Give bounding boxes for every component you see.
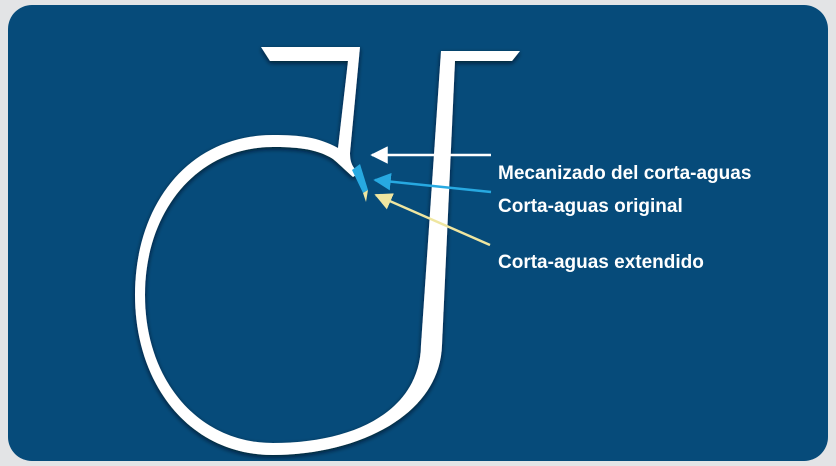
volute-diagram: [135, 47, 520, 455]
volute-casing: [135, 47, 520, 455]
volute-outline: [135, 47, 520, 455]
original-cutwater-arrow: [373, 172, 492, 194]
diagram-panel: Mecanizado del corta-aguas Corta-aguas o…: [8, 5, 828, 461]
machined-cutwater-label: Mecanizado del corta-aguas: [498, 163, 752, 184]
original-cutwater-shape: [352, 164, 368, 193]
extended-cutwater-label: Corta-aguas extendido: [498, 252, 704, 273]
extended-cutwater-arrow: [374, 193, 491, 247]
extended-cutwater-shape: [363, 190, 368, 202]
original-cutwater-label: Corta-aguas original: [498, 196, 683, 217]
